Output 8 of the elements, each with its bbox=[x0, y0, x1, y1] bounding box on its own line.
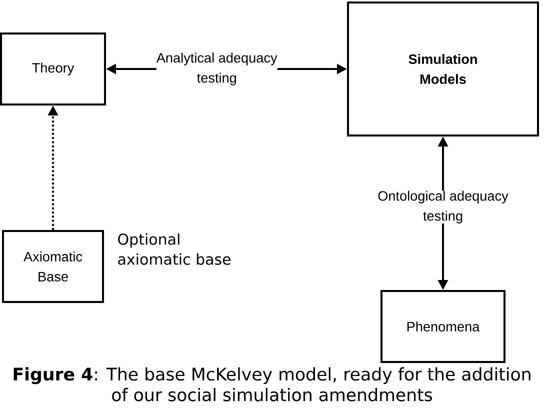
process-box: Theory bbox=[0, 32, 106, 106]
process-box: Axiomatic Base bbox=[2, 230, 104, 303]
process-box: Simulation Models bbox=[347, 2, 539, 136]
side-note: Optional axiomatic base bbox=[118, 233, 231, 265]
figure-caption: Figure 4: The base McKelvey model, ready for the addition of our social simulation amendments bbox=[14, 367, 530, 402]
edge-label: Ontological adequacy testing bbox=[378, 190, 508, 224]
edge-label: Analytical adequacy testing bbox=[156, 52, 278, 86]
process-box: Phenomena bbox=[380, 290, 506, 363]
